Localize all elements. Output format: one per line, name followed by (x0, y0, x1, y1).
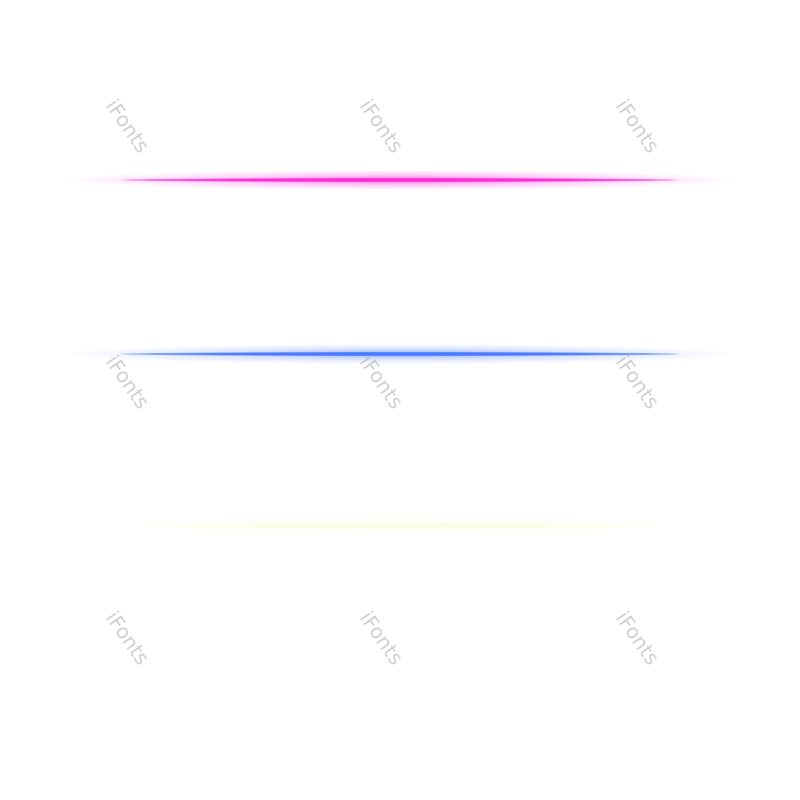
watermark: iFonts (610, 606, 665, 670)
magenta-glow-line-core (121, 178, 679, 182)
blue-glow-line-core (121, 352, 679, 356)
watermark: iFonts (100, 350, 155, 414)
blue-glow-line (68, 344, 732, 364)
watermark: iFonts (354, 606, 409, 670)
watermark: iFonts (354, 350, 409, 414)
watermark: iFonts (610, 94, 665, 158)
magenta-glow-line (68, 170, 732, 190)
watermark: iFonts (354, 94, 409, 158)
watermark: iFonts (610, 350, 665, 414)
watermark: iFonts (100, 94, 155, 158)
watermark: iFonts (100, 606, 155, 670)
yellow-glow-line (90, 514, 710, 536)
yellow-glow-line-core (139, 523, 661, 527)
